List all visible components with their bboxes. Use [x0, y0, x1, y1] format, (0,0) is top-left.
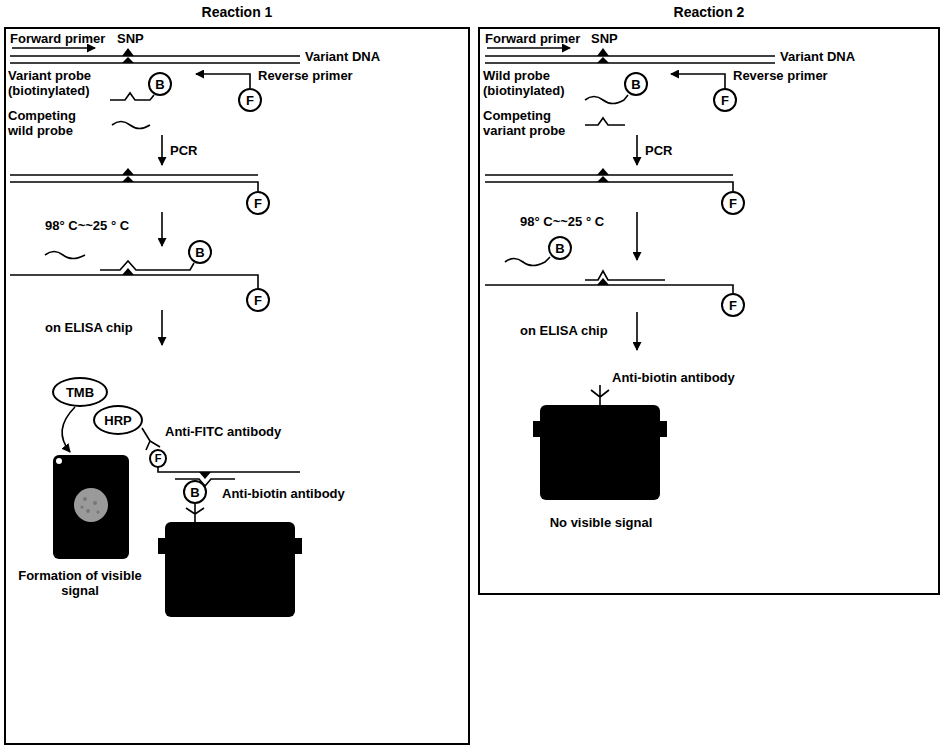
label-circle: F	[713, 88, 737, 112]
node-text: B	[155, 78, 164, 91]
annotation-label: on ELISA chip	[45, 320, 133, 335]
annotation-label: Forward primer	[485, 31, 580, 46]
annotation-label: Variant probe (biotinylated)	[8, 68, 108, 98]
label-circle: F	[246, 288, 270, 312]
panel-title: Reaction 2	[480, 4, 938, 20]
annotation-label: Variant DNA	[780, 49, 855, 64]
node-text: B	[631, 78, 640, 91]
label-circle: B	[188, 240, 212, 264]
node-text: TMB	[66, 386, 94, 399]
label-circle: B	[148, 72, 172, 96]
annotation-label: Anti-FITC antibody	[165, 424, 281, 439]
node-text: B	[195, 246, 204, 259]
label-circle: B	[183, 480, 207, 504]
label-circle: F	[149, 449, 167, 468]
annotation-label: 98° C~~25 ° C	[520, 214, 604, 229]
annotation-label: Forward primer	[10, 31, 105, 46]
annotation-label: SNP	[591, 31, 618, 46]
annotation-label: Anti-biotin antibody	[612, 370, 735, 385]
annotation-label: 98° C~~25 ° C	[45, 218, 129, 233]
node-text: HRP	[104, 414, 131, 427]
reaction-panel: Reaction 1BFFBFTMBHRPFB	[4, 27, 470, 745]
node-text: F	[729, 197, 737, 210]
annotation-label: Wild probe (biotinylated)	[483, 68, 583, 98]
annotation-label: SNP	[117, 31, 144, 46]
annotation-label: Anti-biotin antibody	[222, 486, 345, 501]
node-text: B	[555, 242, 564, 255]
node-text: B	[190, 486, 199, 499]
annotation-label: Competing variant probe	[483, 108, 581, 138]
annotation-label: Reverse primer	[733, 68, 828, 83]
node-text: F	[246, 94, 254, 107]
label-circle: F	[721, 293, 745, 317]
label-circle: B	[624, 72, 648, 96]
node-text: F	[155, 453, 162, 464]
label-circle: F	[246, 191, 270, 215]
annotation-label: Formation of visible signal	[18, 568, 142, 598]
label-circle: F	[238, 88, 262, 112]
node-text: F	[721, 94, 729, 107]
annotation-label: Variant DNA	[305, 49, 380, 64]
annotation-label: No visible signal	[545, 515, 657, 530]
annotation-label: PCR	[645, 143, 672, 158]
annotation-label: PCR	[170, 143, 197, 158]
node-text: F	[729, 299, 737, 312]
label-circle: B	[548, 236, 572, 260]
enzyme-ellipse: HRP	[93, 405, 143, 435]
annotation-label: Competing wild probe	[8, 108, 100, 138]
label-circle: F	[721, 191, 745, 215]
node-text: F	[254, 294, 262, 307]
annotation-label: on ELISA chip	[520, 323, 608, 338]
substrate-ellipse: TMB	[52, 377, 108, 407]
annotation-label: Reverse primer	[258, 68, 353, 83]
node-text: F	[254, 197, 262, 210]
panel-title: Reaction 1	[6, 4, 468, 20]
